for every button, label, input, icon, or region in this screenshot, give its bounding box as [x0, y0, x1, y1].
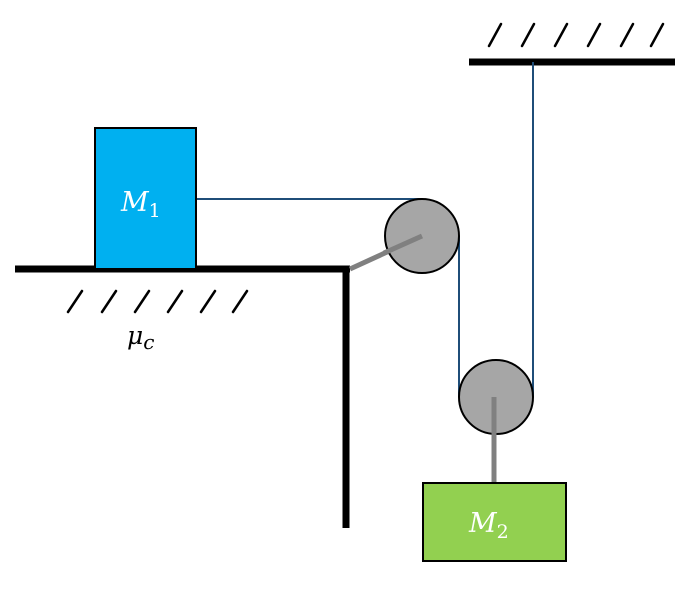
mass-1-index: 1 [149, 200, 161, 222]
ceiling-hatch [487, 22, 665, 48]
mass-1-letter: M [120, 187, 150, 218]
mass-1-label: M1 [120, 187, 161, 222]
fixed-pulley-axle-rod [382, 233, 424, 256]
mass-2-index: 2 [497, 521, 509, 543]
mass-2-block [422, 482, 567, 562]
friction-letter: μ [127, 321, 143, 350]
friction-index: c [143, 330, 154, 354]
mass-1-block [94, 127, 197, 270]
table-hatch [66, 289, 249, 314]
friction-coefficient-label: μc [127, 321, 154, 354]
mass-2-letter: M [468, 508, 498, 539]
rope [196, 62, 534, 397]
mass-2-label: M2 [468, 508, 509, 543]
